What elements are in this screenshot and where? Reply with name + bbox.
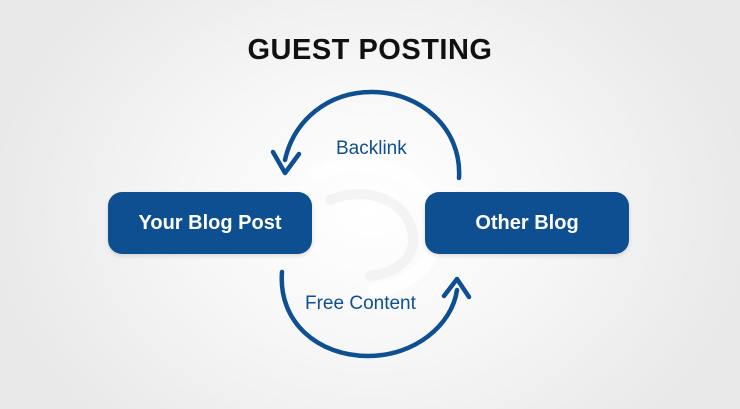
free-content-arrowhead: [441, 276, 472, 300]
background-swirl: [311, 157, 445, 297]
free-content-arrow: [279, 269, 460, 359]
node-your-blog-post: Your Blog Post: [108, 192, 312, 254]
backlink-arrow: [282, 89, 462, 181]
diagram-title: GUEST POSTING: [247, 34, 493, 66]
edge-label-free-content: Free Content: [305, 293, 416, 314]
backlink-arrowhead: [270, 149, 302, 176]
edge-label-backlink: Backlink: [336, 138, 407, 159]
node-other-blog: Other Blog: [425, 192, 629, 254]
